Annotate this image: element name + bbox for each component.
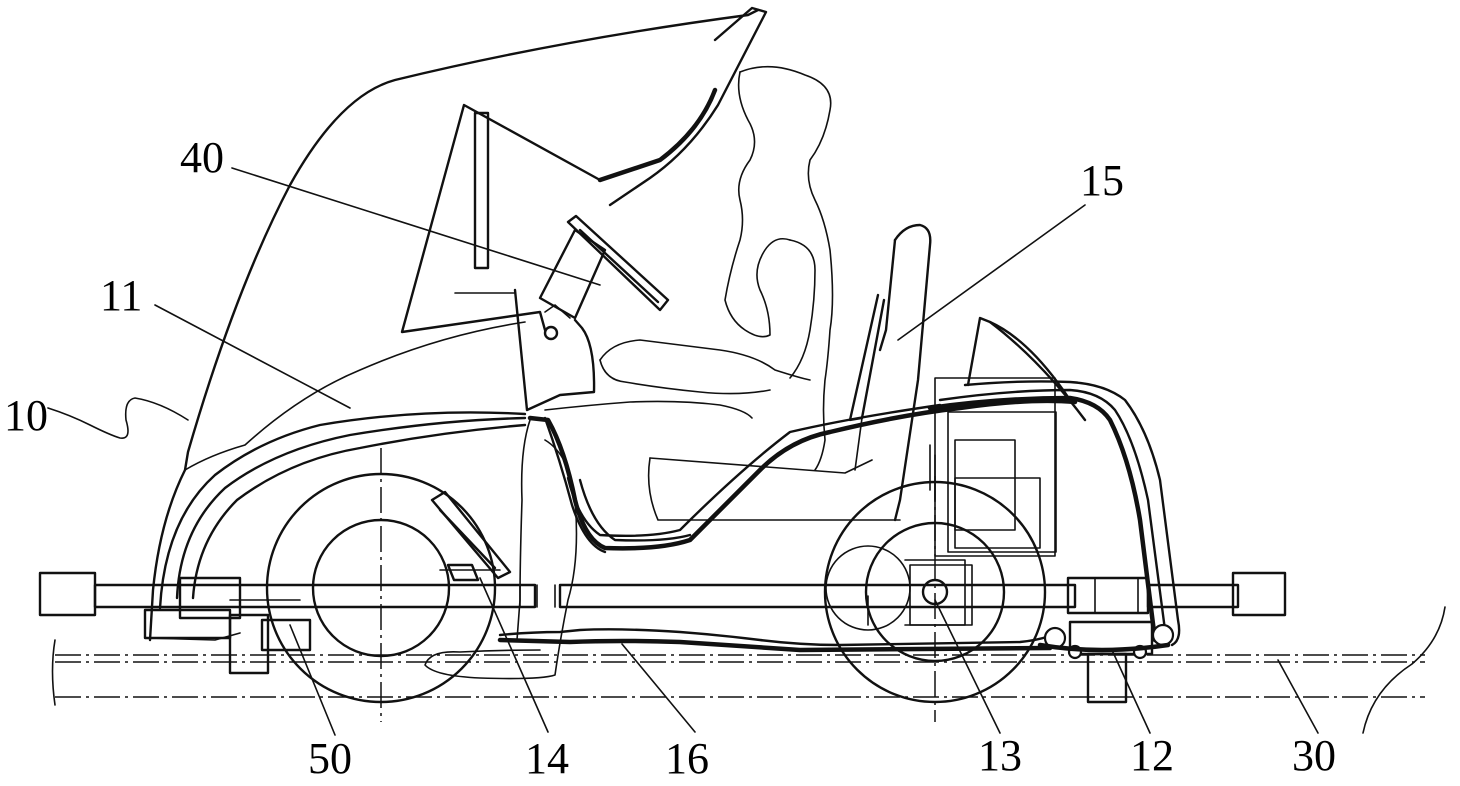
seat-15: [649, 225, 931, 520]
label-13: 13: [978, 731, 1022, 780]
label-50: 50: [308, 734, 352, 783]
label-30: 30: [1292, 731, 1336, 780]
label-15: 15: [1080, 156, 1124, 205]
pedal-14: [432, 492, 510, 580]
label-11: 11: [100, 271, 142, 320]
label-12: 12: [1130, 731, 1174, 780]
label-16: 16: [665, 734, 709, 783]
rear-housing: [930, 318, 1179, 645]
driver-figure: [425, 67, 833, 679]
label-10: 10: [4, 391, 48, 440]
coupler-50: [145, 578, 310, 673]
label-14: 14: [525, 734, 569, 783]
label-40: 40: [180, 133, 224, 182]
underbody-16: [500, 629, 1052, 650]
chassis-beam: [40, 565, 1285, 625]
